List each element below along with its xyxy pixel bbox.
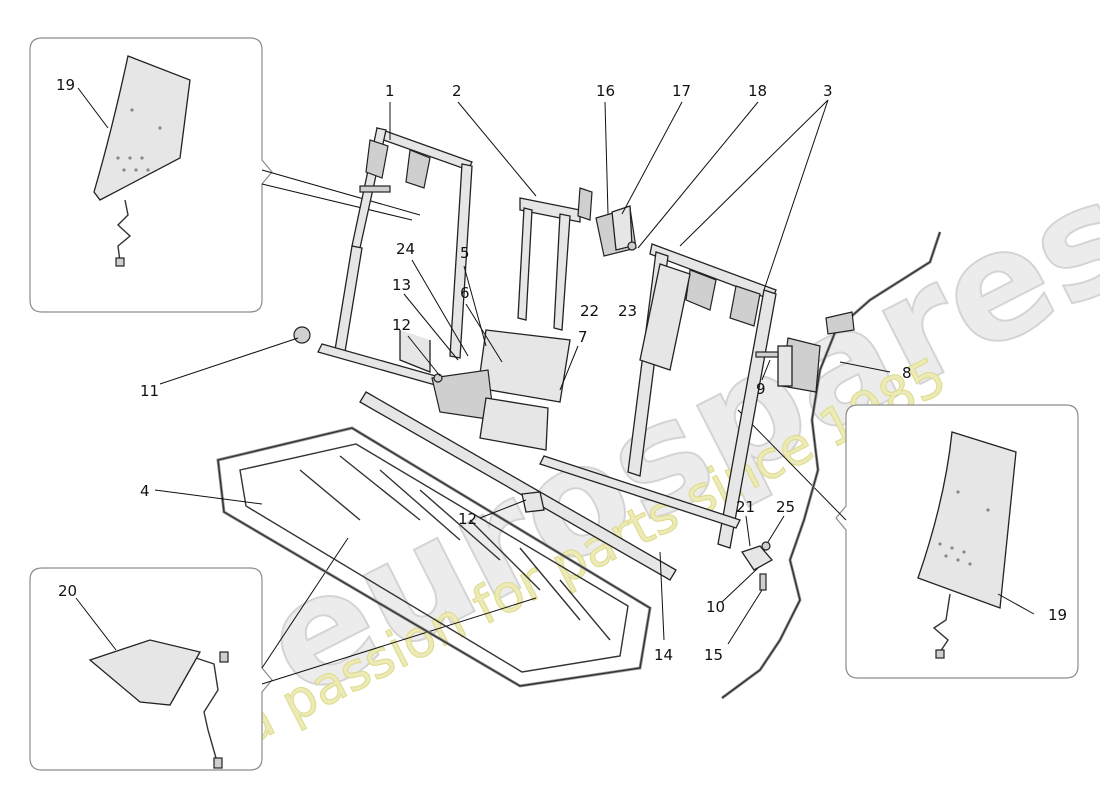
callout-24: 24 [396, 240, 415, 258]
callout-11: 11 [140, 382, 159, 400]
inset-box-heating-pad-cushion [29, 567, 273, 771]
callout-17: 17 [672, 82, 691, 100]
callout-9: 9 [756, 380, 766, 398]
callout-4: 4 [140, 482, 150, 500]
callout-6: 6 [460, 284, 470, 302]
backrest-frame-left [317, 127, 473, 389]
callouts: 1 2 3 16 17 18 19 24 5 13 6 22 23 12 7 1… [56, 76, 1067, 664]
callout-7: 7 [578, 328, 588, 346]
cushion-latch [740, 541, 774, 591]
callout-25: 25 [776, 498, 795, 516]
callout-2: 2 [452, 82, 462, 100]
center-backrest-mechanism [431, 187, 593, 451]
callout-12-upper: 12 [392, 316, 411, 334]
callout-19-right: 19 [1048, 606, 1067, 624]
callout-22: 22 [580, 302, 599, 320]
small-parts [293, 326, 779, 513]
inset-box-heating-pad-right [835, 404, 1079, 679]
callout-12-lower: 12 [458, 510, 477, 528]
callout-23: 23 [618, 302, 637, 320]
callout-18: 18 [748, 82, 767, 100]
callout-13: 13 [392, 276, 411, 294]
hinge-assembly [595, 205, 637, 257]
release-cable-and-actuator [721, 231, 942, 700]
callout-14: 14 [654, 646, 673, 664]
inset-pointers [261, 169, 847, 685]
callout-1: 1 [385, 82, 395, 100]
leader-lines [75, 87, 1035, 651]
callout-21: 21 [736, 498, 755, 516]
callout-19-left: 19 [56, 76, 75, 94]
callout-15: 15 [704, 646, 723, 664]
callout-16: 16 [596, 82, 615, 100]
seat-cross-bar [359, 391, 677, 581]
seat-wire-frame [216, 426, 652, 688]
callout-20: 20 [58, 582, 77, 600]
heating-pad-19-right [917, 431, 1017, 609]
heating-pad-20 [88, 639, 201, 706]
callout-5: 5 [460, 244, 470, 262]
callout-8: 8 [902, 364, 912, 382]
callout-3: 3 [823, 82, 833, 100]
heating-pad-19-left [93, 55, 191, 201]
callout-10: 10 [706, 598, 725, 616]
inset-box-heating-pad-left [29, 37, 273, 313]
